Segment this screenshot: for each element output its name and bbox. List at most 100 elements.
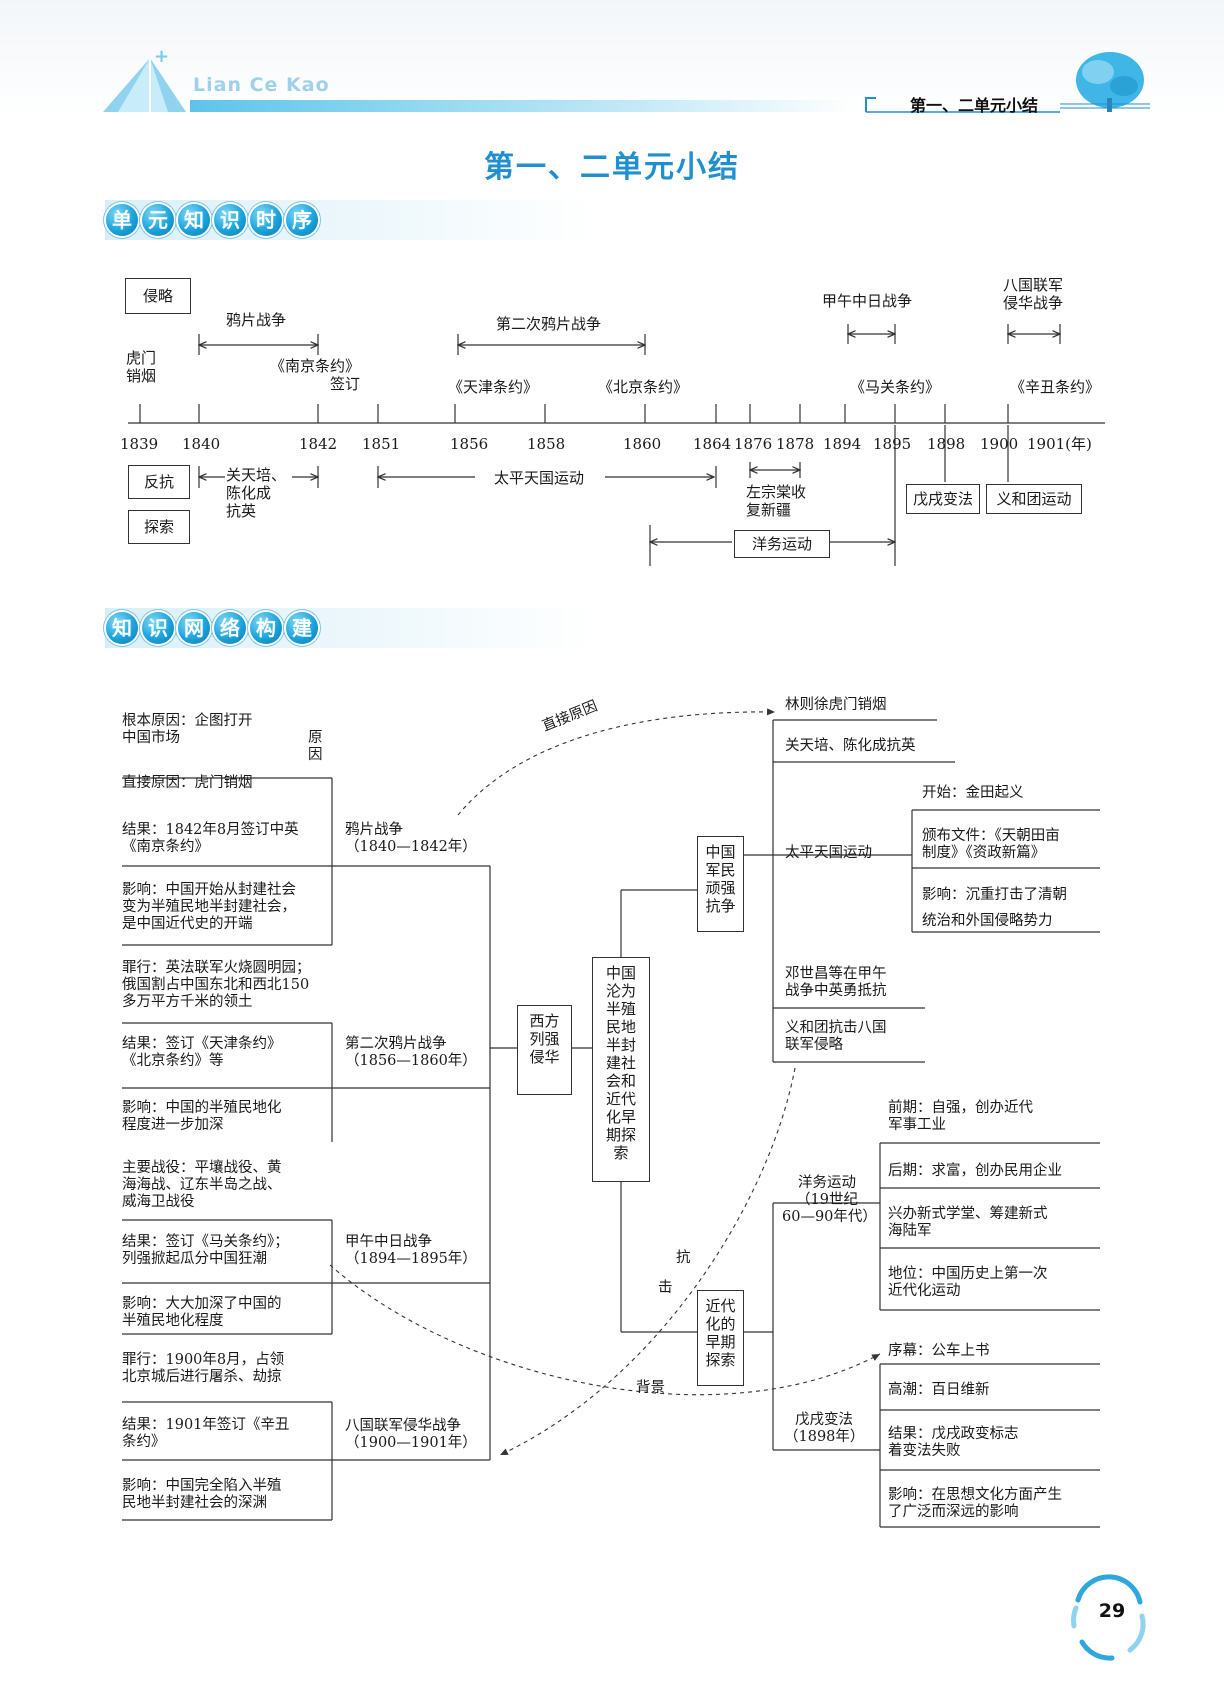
- year-1851: 1851: [362, 435, 401, 453]
- page-number: 29: [1098, 1600, 1126, 1622]
- heading-char: 序: [286, 204, 318, 236]
- event-humen: 虎门销烟: [126, 349, 157, 385]
- heading-char: 识: [214, 204, 246, 236]
- eight-nation-impact: 影响：中国完全陷入半殖民地半封建社会的深渊: [122, 1478, 282, 1511]
- resist-taiping: 太平天国运动: [785, 845, 872, 861]
- war-sino-japanese: 甲午中日战争（1894—1895年）: [345, 1234, 477, 1267]
- opium-war-impact: 影响：中国开始从封建社会变为半殖民地半封建社会，是中国近代史的开端: [122, 882, 296, 932]
- heading-char: 络: [214, 612, 246, 644]
- heading-char: 构: [250, 612, 282, 644]
- event-tianjin-treaty: 《天津条约》: [448, 378, 539, 396]
- explore-box: 近代化的早期探索: [697, 1290, 744, 1386]
- heading-char: 网: [178, 612, 210, 644]
- year-1876: 1876: [734, 435, 773, 453]
- second-opium-result: 结果：签订《天津条约》《北京条约》等: [122, 1036, 282, 1069]
- page-title: 第一、二单元小结: [484, 150, 740, 185]
- section-heading-network: 知 识 网 络 构 建: [106, 612, 318, 644]
- event-opium-war: 鸦片战争: [226, 311, 287, 329]
- war-opium: 鸦片战争（1840—1842年）: [345, 822, 477, 855]
- year-1901: 1901(年): [1027, 435, 1092, 453]
- sino-japanese-result: 结果：签订《马关条约》；列强掀起瓜分中国狂潮: [122, 1234, 289, 1267]
- year-1858: 1858: [527, 435, 566, 453]
- year-1840: 1840: [182, 435, 221, 453]
- second-opium-impact: 影响：中国的半殖民地化程度进一步加深: [122, 1100, 282, 1133]
- year-1864: 1864: [693, 435, 732, 453]
- axis-ticks: [139, 404, 1009, 423]
- event-zuo-zongtang: 左宗棠收复新疆: [746, 483, 807, 519]
- unit-tab: 第一、二单元小结: [910, 96, 1039, 115]
- west-school: 兴办新式学堂、筹建新式海陆军: [888, 1206, 1048, 1239]
- war-second-opium: 第二次鸦片战争（1856—1860年）: [345, 1036, 477, 1069]
- event-xinchou-treaty: 《辛丑条约》: [1010, 378, 1101, 396]
- event-beijing-treaty: 《北京条约》: [598, 378, 689, 396]
- year-1878: 1878: [776, 435, 815, 453]
- heading-char: 知: [106, 612, 138, 644]
- category-invasion: 侵略: [125, 278, 191, 314]
- heading-char: 知: [178, 204, 210, 236]
- year-1856: 1856: [450, 435, 489, 453]
- category-explore: 探索: [128, 510, 190, 544]
- event-westernization: 洋务运动: [734, 530, 830, 558]
- arrow-label-fight-1: 抗: [676, 1250, 691, 1266]
- reform-impact: 影响：在思想文化方面产生了广泛而深远的影响: [888, 1487, 1062, 1520]
- invasion-box: 西方列强侵华: [517, 1005, 572, 1095]
- reform-climax: 高潮：百日维新: [888, 1382, 990, 1398]
- sino-japanese-battles: 主要战役：平壤战役、黄海海战、辽东半岛之战、威海卫战役: [122, 1160, 282, 1210]
- heading-char: 时: [250, 204, 282, 236]
- event-sino-japanese-war: 甲午中日战争: [822, 292, 913, 310]
- brand-text: Lian Ce Kao: [193, 74, 330, 96]
- year-1895: 1895: [873, 435, 912, 453]
- svg-text:+: +: [154, 46, 169, 67]
- taiping-docs: 颁布文件：《天朝田亩制度》《资政新篇》: [922, 828, 1060, 861]
- header-band: [0, 0, 1224, 118]
- header-graphics: +: [103, 46, 1150, 113]
- header-rule: [190, 100, 850, 112]
- root-cause: 根本原因：企图打开中国市场: [122, 713, 253, 746]
- heading-char: 识: [142, 612, 174, 644]
- year-1898: 1898: [927, 435, 966, 453]
- event-nanjing-treaty: 《南京条约》签订: [270, 357, 361, 393]
- taiping-impact: 影响：沉重打击了清朝统治和外国侵略势力: [922, 887, 1067, 929]
- timeline-lines: [128, 324, 1105, 566]
- west-late: 后期：求富，创办民用企业: [888, 1163, 1062, 1179]
- reform-result: 结果：戊戌政变标志着变法失败: [888, 1426, 1019, 1459]
- west-status: 地位：中国历史上第一次近代化运动: [888, 1266, 1048, 1299]
- section-heading-timeline: 单 元 知 识 时 序: [106, 204, 318, 236]
- resist-deng: 邓世昌等在甲午战争中英勇抵抗: [785, 966, 887, 999]
- west-early: 前期：自强，创办近代军事工业: [888, 1100, 1033, 1133]
- eight-nation-crime: 罪行：1900年8月，占领北京城后进行屠杀、劫掠: [122, 1352, 285, 1385]
- resist-boxer: 义和团抗击八国联军侵略: [785, 1020, 887, 1053]
- year-1839: 1839: [120, 435, 159, 453]
- year-1860: 1860: [623, 435, 662, 453]
- event-maguan-treaty: 《马关条约》: [850, 378, 941, 396]
- arrow-label-fight-2: 击: [658, 1280, 673, 1296]
- sino-japanese-impact: 影响：大大加深了中国的半殖民地化程度: [122, 1296, 282, 1329]
- resist-guan: 关天培、陈化成抗英: [785, 738, 916, 754]
- event-eight-nation: 八国联军侵华战争: [1003, 276, 1064, 312]
- tent-logo-icon: +: [103, 46, 186, 112]
- direct-cause: 直接原因：虎门销烟: [122, 775, 253, 791]
- tree-icon: [1076, 52, 1144, 112]
- reform-prelude: 序幕：公车上书: [888, 1343, 990, 1359]
- year-1894: 1894: [823, 435, 862, 453]
- opium-war-result: 结果：1842年8月签订中英《南京条约》: [122, 822, 299, 855]
- arrow-label-background: 背景: [636, 1380, 665, 1396]
- event-guan-chen: 关天培、陈化成抗英: [226, 466, 287, 520]
- reform: 戊戌变法（1898年）: [784, 1412, 865, 1445]
- heading-char: 单: [106, 204, 138, 236]
- event-reform-1898: 戊戌变法: [906, 484, 980, 514]
- ring-icon: [1071, 1574, 1146, 1661]
- war-eight-nation: 八国联军侵华战争（1900—1901年）: [345, 1418, 477, 1451]
- event-taiping: 太平天国运动: [494, 469, 585, 487]
- resist-box: 中国军民顽强抗争: [697, 836, 744, 932]
- event-second-opium-war: 第二次鸦片战争: [496, 315, 602, 333]
- eight-nation-result: 结果：1901年签订《辛丑条约》: [122, 1417, 290, 1450]
- heading-char: 建: [286, 612, 318, 644]
- event-boxer: 义和团运动: [986, 484, 1082, 514]
- taiping-start: 开始：金田起义: [922, 785, 1024, 801]
